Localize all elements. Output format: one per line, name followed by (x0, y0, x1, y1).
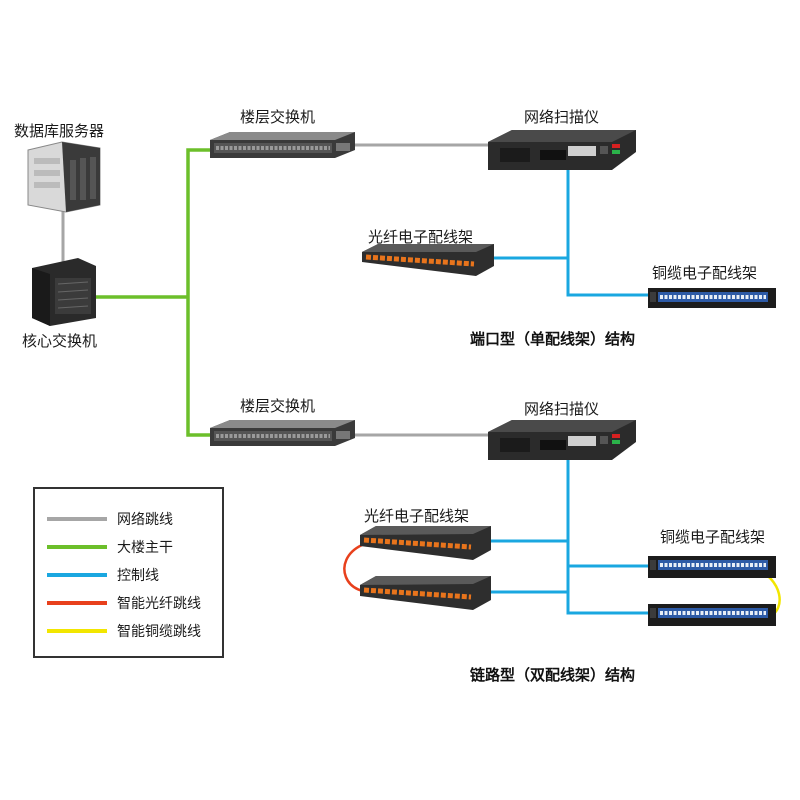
core-switch-label: 核心交换机 (22, 332, 98, 350)
legend-swatch-fiber-jumper (47, 601, 107, 605)
link-type-title: 链路型（双配线架）结构 (470, 666, 636, 684)
copper-panel-1-label: 铜缆电子配线架 (652, 264, 758, 282)
backbone-line-up (186, 148, 210, 297)
legend-label: 网络跳线 (117, 512, 173, 528)
legend-item: 网络跳线 (47, 509, 173, 529)
legend-swatch-copper-jumper (47, 629, 107, 633)
legend-label: 智能铜缆跳线 (117, 624, 201, 640)
fiber-panel-2b-icon (360, 576, 491, 610)
scanner-1-label: 网络扫描仪 (524, 108, 600, 126)
copper-panel-2b-icon (648, 604, 776, 626)
legend-swatch-backbone (47, 545, 107, 549)
fiber-panel-1-label: 光纤电子配线架 (368, 228, 474, 246)
scanner-2-icon (488, 420, 636, 460)
control-line-bottom-trunk (566, 455, 648, 615)
floor-switch-2-icon (210, 420, 355, 446)
copper-panel-2-label: 铜缆电子配线架 (660, 528, 766, 546)
fiber-panel-2-label: 光纤电子配线架 (364, 507, 470, 525)
legend-item: 控制线 (47, 565, 159, 585)
fiber-panel-1-icon (362, 244, 494, 276)
legend-item: 智能光纤跳线 (47, 593, 201, 613)
scanner-2-label: 网络扫描仪 (524, 400, 600, 418)
legend-item: 智能铜缆跳线 (47, 621, 201, 641)
legend-label: 大楼主干 (117, 540, 173, 556)
backbone-line-down (186, 297, 210, 437)
copper-panel-2a-icon (648, 556, 776, 578)
legend: 网络跳线 大楼主干 控制线 智能光纤跳线 智能铜缆跳线 (33, 487, 224, 658)
db-server-label: 数据库服务器 (14, 122, 105, 140)
legend-label: 智能光纤跳线 (117, 596, 201, 612)
legend-item: 大楼主干 (47, 537, 173, 557)
db-server-icon (27, 141, 101, 213)
floor-switch-1-label: 楼层交换机 (240, 108, 316, 126)
floor-switch-2-label: 楼层交换机 (240, 397, 316, 415)
legend-swatch-control (47, 573, 107, 577)
legend-swatch-patch (47, 517, 107, 521)
scanner-1-icon (488, 130, 636, 170)
floor-switch-1-icon (210, 132, 355, 158)
port-type-title: 端口型（单配线架）结构 (470, 330, 636, 348)
copper-panel-1-icon (648, 288, 776, 308)
core-switch-icon (32, 258, 96, 326)
legend-label: 控制线 (117, 568, 159, 584)
fiber-panel-2a-icon (360, 526, 491, 560)
control-line-top-trunk (566, 170, 648, 297)
